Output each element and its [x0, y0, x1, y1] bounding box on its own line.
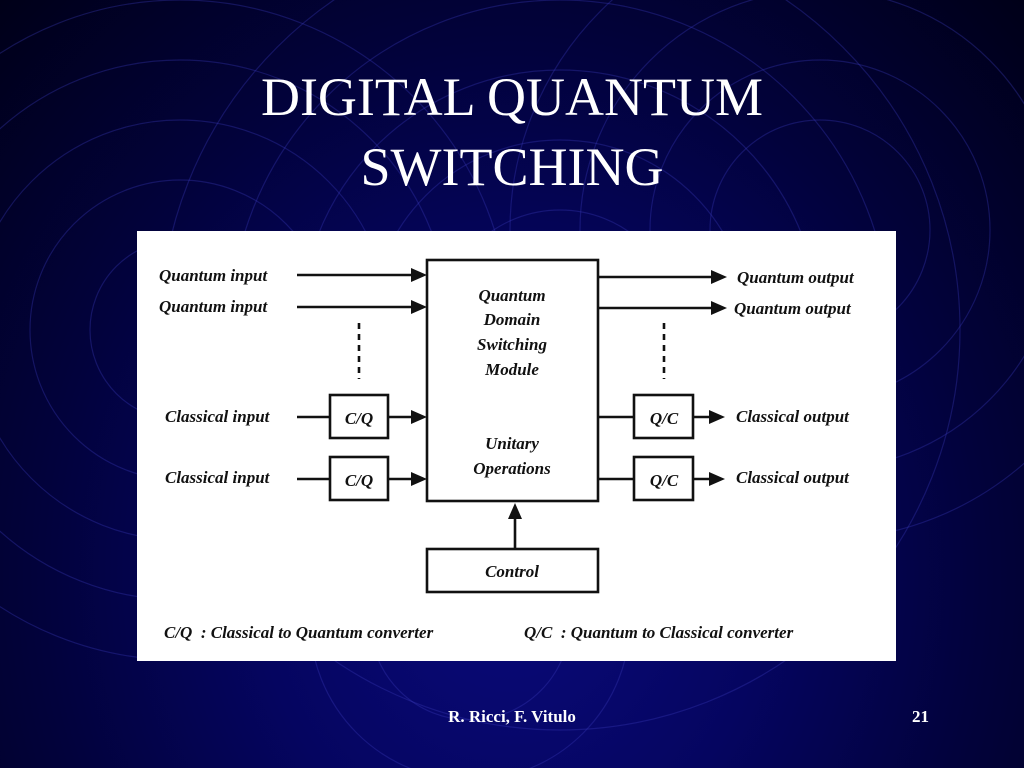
qc-converter-label-1: Q/C	[650, 409, 679, 428]
module-label-line-1: Quantum	[478, 286, 545, 305]
classical-input-label-2: Classical input	[165, 468, 271, 487]
operations-label-line-1: Unitary	[485, 434, 539, 453]
switching-module-box	[425, 258, 600, 503]
control-arrowhead	[508, 503, 522, 519]
cq-converter-box-1	[328, 393, 390, 440]
footer-author: R. Ricci, F. Vitulo	[448, 707, 576, 726]
control-box	[425, 547, 600, 594]
quantum-input-arrowhead-1	[411, 268, 427, 282]
slide-title: DIGITAL QUANTUM SWITCHING	[0, 62, 1024, 202]
page-number: 21	[912, 707, 929, 726]
quantum-input-arrowhead-2	[411, 300, 427, 314]
quantum-input-label-2: Quantum input	[159, 297, 268, 316]
cq-converter-label-1: C/Q	[345, 409, 373, 428]
cq-to-module-arrowhead-2	[411, 472, 427, 486]
qc-output-arrowhead-2	[709, 472, 725, 486]
qc-output-arrowhead-1	[709, 410, 725, 424]
module-label-line-3: Switching	[477, 335, 547, 354]
classical-output-label-1: Classical output	[736, 407, 850, 426]
cq-converter-label-2: C/Q	[345, 471, 373, 490]
cq-to-module-arrowhead-1	[411, 410, 427, 424]
qc-converter-box-2	[632, 455, 695, 502]
classical-output-label-2: Classical output	[736, 468, 850, 487]
module-label-line-4: Module	[484, 360, 539, 379]
operations-label-line-2: Operations	[473, 459, 551, 478]
quantum-output-arrowhead-1	[711, 270, 727, 284]
qc-converter-label-2: Q/C	[650, 471, 679, 490]
control-label: Control	[485, 562, 539, 581]
quantum-input-label-1: Quantum input	[159, 266, 268, 285]
diagram-figure: Quantum Domain Switching Module Unitary …	[137, 231, 896, 661]
quantum-output-label-2: Quantum output	[734, 299, 852, 318]
quantum-output-label-1: Quantum output	[737, 268, 855, 287]
title-line-2: SWITCHING	[360, 137, 664, 197]
legend-cq: C/Q : Classical to Quantum converter	[164, 623, 434, 642]
switching-diagram: Quantum Domain Switching Module Unitary …	[159, 258, 855, 642]
module-label-line-2: Domain	[483, 310, 541, 329]
legend-qc: Q/C : Quantum to Classical converter	[524, 623, 794, 642]
title-line-1: DIGITAL QUANTUM	[260, 67, 764, 127]
classical-input-label-1: Classical input	[165, 407, 271, 426]
quantum-output-arrowhead-2	[711, 301, 727, 315]
